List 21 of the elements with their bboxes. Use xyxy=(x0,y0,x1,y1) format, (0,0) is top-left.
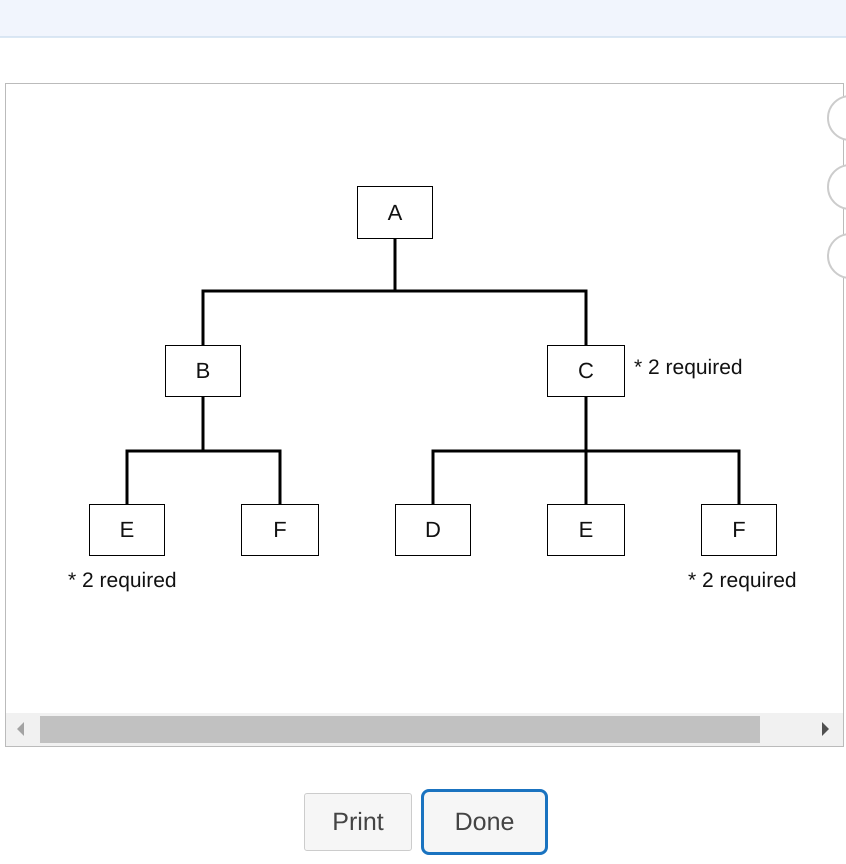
tree-box xyxy=(701,504,777,556)
node-label: F xyxy=(732,517,746,543)
tree-box xyxy=(547,345,625,397)
done-button: Done xyxy=(421,789,548,855)
tree-box xyxy=(241,504,319,556)
tree-box xyxy=(165,345,241,397)
print-button: Print xyxy=(304,793,412,851)
node-label: D xyxy=(425,517,441,543)
tree-box xyxy=(89,504,165,556)
requirement-note: * 2 required xyxy=(634,356,743,380)
tree-box xyxy=(395,504,471,556)
node-label: B xyxy=(196,358,210,384)
tree-box xyxy=(547,504,625,556)
node-label: F xyxy=(273,517,287,543)
node-label: A xyxy=(388,200,402,226)
requirement-note: * 2 required xyxy=(68,569,177,593)
node-label: E xyxy=(120,517,134,543)
node-label: E xyxy=(578,517,594,543)
node-label: C xyxy=(578,358,594,384)
tree-box xyxy=(357,186,433,239)
requirement-note: * 2 required xyxy=(688,569,797,593)
